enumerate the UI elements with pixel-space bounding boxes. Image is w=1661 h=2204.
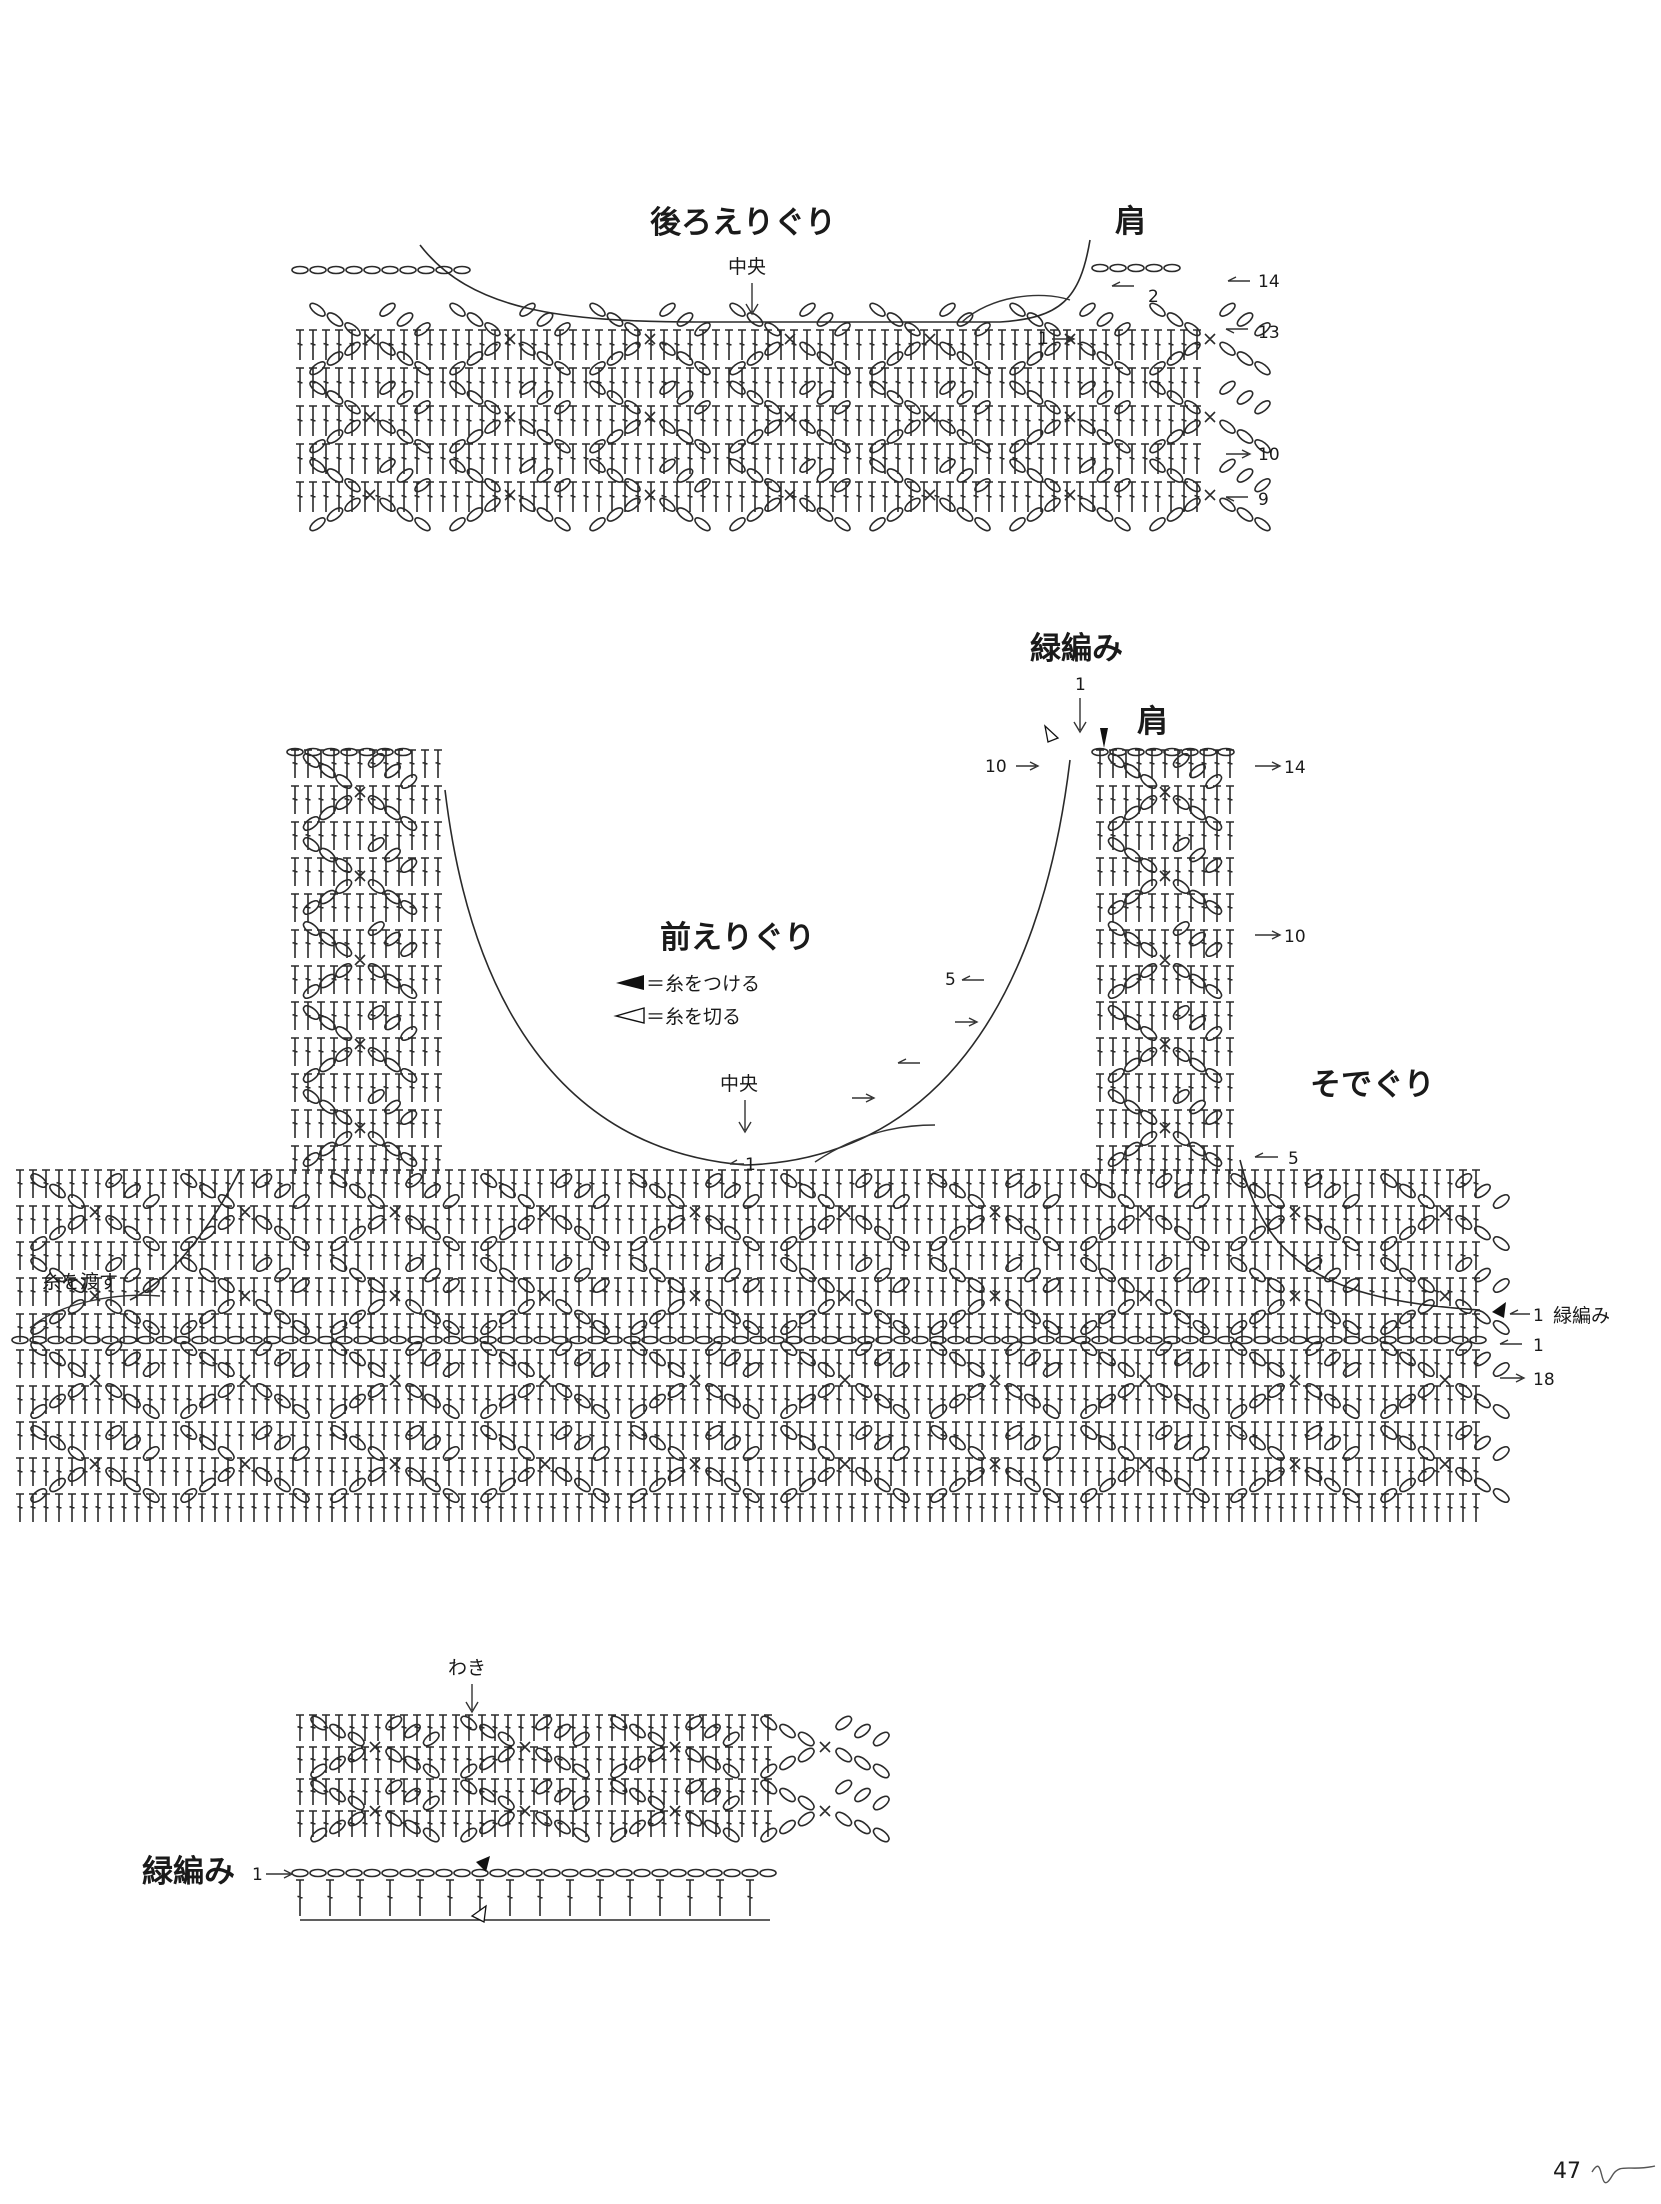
front-row-5-neck: 5 bbox=[945, 970, 956, 990]
row-arrow bbox=[852, 1093, 876, 1103]
back-center-label: 中央 bbox=[728, 256, 766, 278]
row-arrow bbox=[1255, 930, 1282, 940]
attach-yarn-marker bbox=[1492, 1302, 1506, 1318]
legend-cut-text: ＝糸を切る bbox=[646, 1006, 741, 1028]
back-row-9: 9 bbox=[1258, 490, 1269, 510]
front-neckline-title: 前えりぐり bbox=[660, 920, 815, 956]
side-arrow bbox=[465, 1684, 479, 1714]
row-arrow bbox=[1509, 1309, 1530, 1315]
legend-attach-icon bbox=[616, 975, 644, 990]
back-shoulder-label: 肩 bbox=[1115, 204, 1146, 240]
front-center-label: 中央 bbox=[720, 1073, 758, 1095]
bottom-edging-row-1: 1 bbox=[252, 1865, 263, 1885]
back-neckline-title: 後ろえりぐり bbox=[650, 205, 836, 241]
front-row-14: 14 bbox=[1284, 758, 1306, 778]
front-edging-title: 緑編み bbox=[1030, 631, 1123, 667]
armhole-edging-label: 緑編み bbox=[1553, 1305, 1610, 1327]
row-arrow bbox=[729, 1159, 744, 1165]
front-shoulder-label: 肩 bbox=[1137, 704, 1168, 740]
legend-attach-text: ＝糸をつける bbox=[646, 973, 760, 995]
front-edging-row-1: 1 bbox=[1075, 675, 1086, 695]
attach-yarn-marker bbox=[476, 1856, 490, 1872]
front-row-18: 18 bbox=[1533, 1370, 1555, 1390]
back-row-10: 10 bbox=[1258, 445, 1280, 465]
carry-yarn-label: 糸を渡す bbox=[42, 1271, 118, 1293]
stitch-pattern bbox=[11, 239, 1510, 1921]
side-label: わき bbox=[448, 1657, 486, 1679]
stitch-symbols bbox=[11, 239, 1510, 1921]
row-arrow bbox=[961, 975, 984, 981]
front-armhole-row-1: 1 bbox=[1533, 1306, 1544, 1326]
turn-arrow bbox=[814, 1124, 936, 1163]
row-arrow bbox=[897, 1058, 920, 1064]
back-row-1: 1 bbox=[1038, 329, 1049, 349]
legend-cut-icon bbox=[613, 1007, 645, 1024]
front-armhole-row-1b: 1 bbox=[1533, 1336, 1544, 1356]
row-arrow bbox=[1226, 449, 1252, 459]
back-center-arrow bbox=[745, 283, 759, 316]
front-row-10-left: 10 bbox=[985, 757, 1007, 777]
cut-yarn-marker bbox=[1043, 724, 1060, 743]
carry-yarn-arrow bbox=[29, 1294, 161, 1329]
back-row-14: 14 bbox=[1258, 272, 1280, 292]
bottom-edging-label: 緑編み bbox=[142, 1854, 235, 1890]
attach-yarn-marker bbox=[1100, 728, 1108, 748]
armhole-label: そでぐり bbox=[1310, 1067, 1435, 1103]
front-row-5-arm: 5 bbox=[1288, 1149, 1299, 1169]
front-center-arrow bbox=[738, 1100, 752, 1134]
row-arrow bbox=[1227, 276, 1250, 282]
front-row-10: 10 bbox=[1284, 927, 1306, 947]
row-arrow bbox=[955, 1017, 979, 1027]
page-flourish-icon bbox=[1591, 2165, 1656, 2184]
row-arrow bbox=[1111, 281, 1134, 287]
row-arrow bbox=[1225, 328, 1248, 334]
row-arrow bbox=[1254, 1152, 1278, 1158]
back-row-13: 13 bbox=[1258, 323, 1280, 343]
row-arrow bbox=[266, 1869, 294, 1879]
row-arrow bbox=[1052, 334, 1076, 344]
back-row-2: 2 bbox=[1148, 287, 1159, 307]
row-arrow bbox=[1225, 496, 1248, 502]
row-arrow bbox=[1499, 1339, 1522, 1345]
front-row-1-center: 1 bbox=[745, 1155, 756, 1175]
row-arrow bbox=[1500, 1373, 1526, 1383]
turn-arrow bbox=[961, 294, 1071, 323]
page-number: 47 bbox=[1553, 2159, 1581, 2184]
edging-arrow bbox=[1073, 698, 1087, 734]
row-arrow bbox=[1255, 761, 1282, 771]
row-arrow bbox=[1016, 761, 1040, 771]
cut-yarn-marker bbox=[470, 1904, 487, 1923]
